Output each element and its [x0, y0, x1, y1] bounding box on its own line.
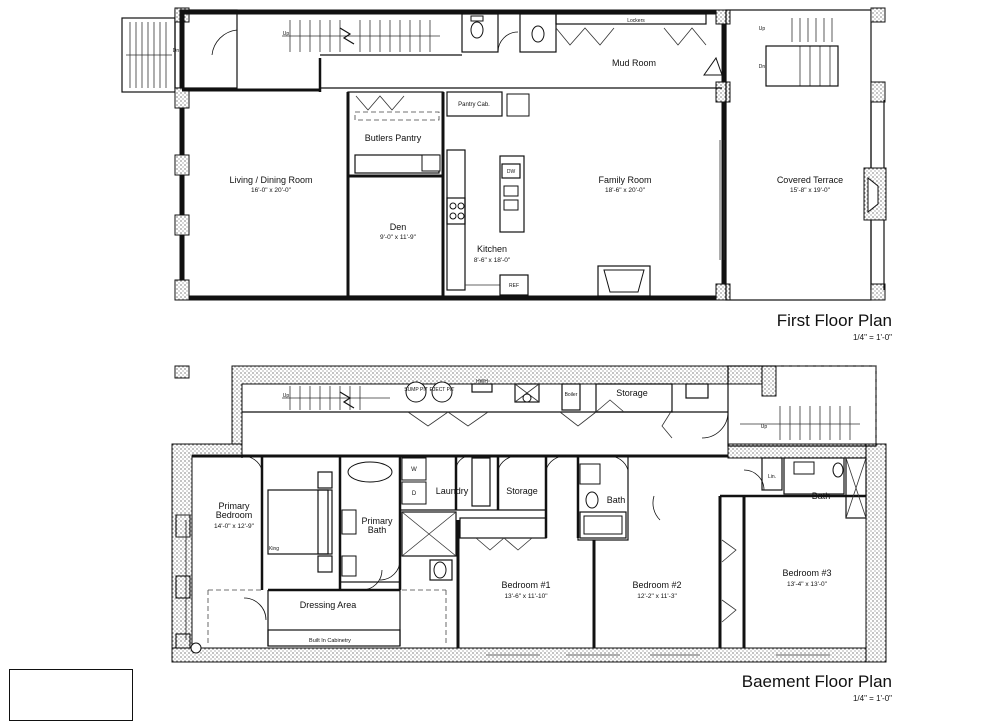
primary-bath-label-2: Bath	[368, 525, 387, 535]
pantry-cab-label: Pantry Cab.	[458, 102, 490, 108]
bedroom-1-dims: 13'-6" x 11'-10"	[504, 593, 548, 600]
dishwasher-label: DW	[507, 169, 516, 175]
den-label: Den	[390, 222, 407, 232]
stair-down-label-left: Dn	[173, 48, 180, 54]
dressing-area-label: Dressing Area	[300, 600, 357, 610]
bedroom-2-dims: 12'-2" x 11'-3"	[637, 593, 677, 600]
laundry-label: Laundry	[436, 486, 469, 496]
covered-terrace-label: Covered Terrace	[777, 175, 843, 185]
storage-label-1: Storage	[506, 486, 538, 496]
bath-label-2: Bath	[812, 491, 831, 501]
sump-pit-label: SUMP PIT	[404, 387, 428, 393]
family-room-dims: 18'-6" x 20'-0"	[605, 187, 646, 194]
den-dims: 9'-0" x 11'-9"	[380, 234, 417, 241]
bedroom-1-label: Bedroom #1	[501, 580, 550, 590]
kitchen-label: Kitchen	[477, 244, 507, 254]
built-in-cabinetry-label: Built In Cabinetry	[309, 638, 351, 644]
terrace-stair-up-label: Up	[759, 26, 766, 32]
lockers-label: Lockers	[627, 18, 645, 24]
butlers-pantry-label: Butlers Pantry	[365, 133, 422, 143]
washer-label: W	[411, 467, 417, 473]
first-floor-plan	[121, 7, 887, 301]
family-room-label: Family Room	[598, 175, 651, 185]
kitchen-dims: 8'-6" x 18'-0"	[474, 257, 511, 264]
title-block-frame	[9, 669, 133, 721]
basement-stair-up-label: Up	[283, 393, 290, 399]
primary-bath-label-1: Primary	[362, 516, 393, 526]
king-bed-label: King	[269, 546, 279, 552]
hwh-label: HWH	[476, 379, 488, 385]
refrigerator-label: REF	[509, 283, 519, 289]
stair-up-label: Up	[283, 31, 290, 37]
linen-closet-label: Lin.	[768, 474, 776, 480]
first-floor-plan-title: First Floor Plan	[776, 311, 892, 330]
terrace-stair-down-label: Dn	[759, 64, 766, 70]
first-floor-plan-scale: 1/4" = 1'-0"	[852, 333, 892, 342]
storage-label-2: Storage	[616, 388, 648, 398]
basement-floor-plan-scale: 1/4" = 1'-0"	[852, 694, 892, 703]
primary-bedroom-label-1: Primary	[219, 501, 250, 511]
bath-label-1: Bath	[607, 495, 626, 505]
mud-room-label: Mud Room	[612, 58, 656, 68]
bedroom-2-label: Bedroom #2	[632, 580, 681, 590]
bedroom-3-label: Bedroom #3	[782, 568, 831, 578]
living-dining-room-label: Living / Dining Room	[229, 175, 312, 185]
eject-pit-label: EJECT PIT	[430, 387, 455, 393]
boiler-label: Boiler	[565, 392, 578, 398]
primary-bedroom-label-2: Bedroom	[216, 510, 253, 520]
covered-terrace-dims: 15'-8" x 19'-0"	[790, 187, 831, 194]
basement-exterior-stair-up-label: Up	[761, 424, 768, 430]
living-dining-room-dims: 16'-0" x 20'-0"	[251, 187, 292, 194]
basement-floor-plan-title: Baement Floor Plan	[741, 672, 892, 691]
basement-floor-plan	[171, 365, 887, 663]
bedroom-3-dims: 13'-4" x 13'-0"	[787, 581, 828, 588]
primary-bedroom-dims: 14'-0" x 12'-9"	[214, 523, 255, 530]
dryer-label: D	[412, 491, 417, 497]
